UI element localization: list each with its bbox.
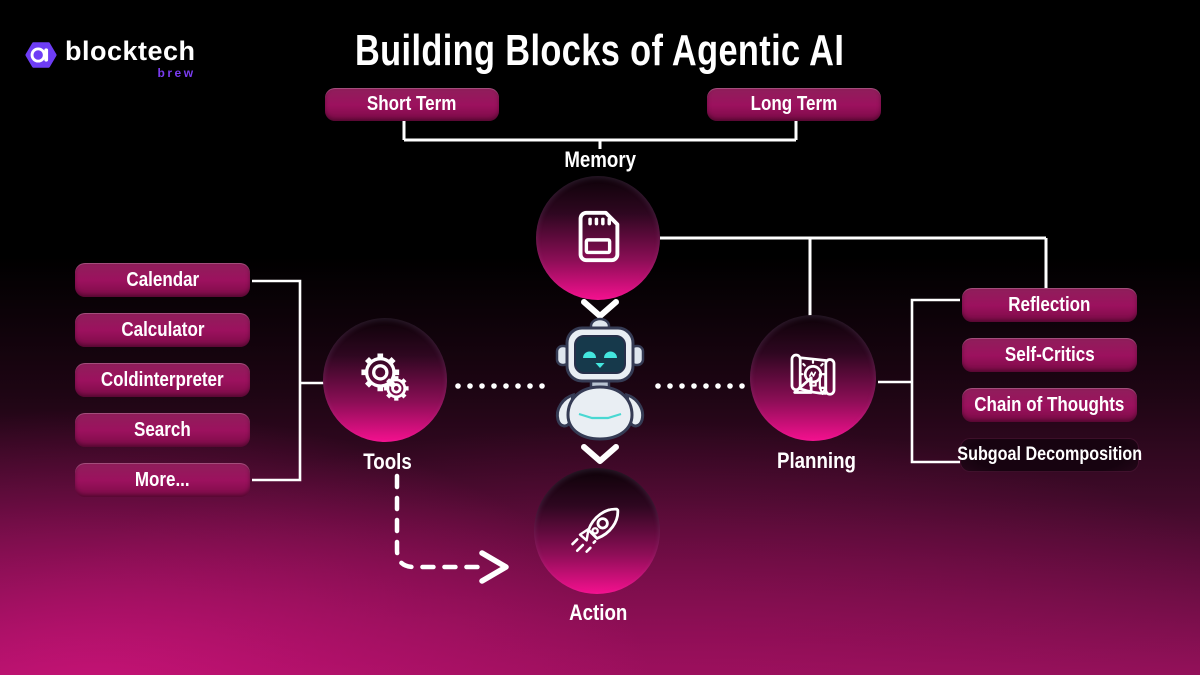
- memory-node: [536, 176, 660, 300]
- memory-short-term-pill: Short Term: [325, 88, 499, 121]
- sd-card-icon: [567, 205, 629, 272]
- agent-robot: [535, 316, 665, 449]
- brand-subname: brew: [157, 66, 196, 80]
- brand-name: blocktech: [65, 36, 196, 66]
- gears-icon: [352, 345, 418, 416]
- planning-item-subgoal-decomposition: Subgoal Decomposition: [957, 438, 1142, 472]
- dashed-arrow: [394, 473, 509, 584]
- rocket-icon: [564, 496, 630, 567]
- blueprint-icon: [781, 344, 845, 413]
- planning-item-reflection: Reflection: [962, 288, 1137, 322]
- memory-long-term-pill: Long Term: [707, 88, 881, 121]
- tool-item-more: More...: [75, 463, 250, 497]
- dotted-connector: [455, 383, 745, 389]
- planning-item-chain-of-thoughts: Chain of Thoughts: [962, 388, 1137, 422]
- chevron-down-icon: [581, 299, 619, 464]
- tool-item-calculator: Calculator: [75, 313, 250, 347]
- planning-label: Planning: [776, 448, 856, 473]
- action-label: Action: [568, 600, 628, 625]
- planning-node: [750, 315, 876, 441]
- page-title: Building Blocks of Agentic AI: [355, 26, 845, 75]
- planning-item-self-critics: Self-Critics: [962, 338, 1137, 372]
- action-node: [534, 468, 660, 594]
- tools-node: [323, 318, 447, 442]
- tool-item-coldinterpreter: Coldinterpreter: [75, 363, 250, 397]
- hexagon-logo-icon: [24, 38, 58, 77]
- brand-logo: blocktech brew: [24, 38, 196, 79]
- memory-label: Memory: [564, 147, 636, 172]
- robot-icon: [535, 317, 665, 448]
- tools-label: Tools: [363, 449, 413, 474]
- tool-item-calendar: Calendar: [75, 263, 250, 297]
- tool-item-search: Search: [75, 413, 250, 447]
